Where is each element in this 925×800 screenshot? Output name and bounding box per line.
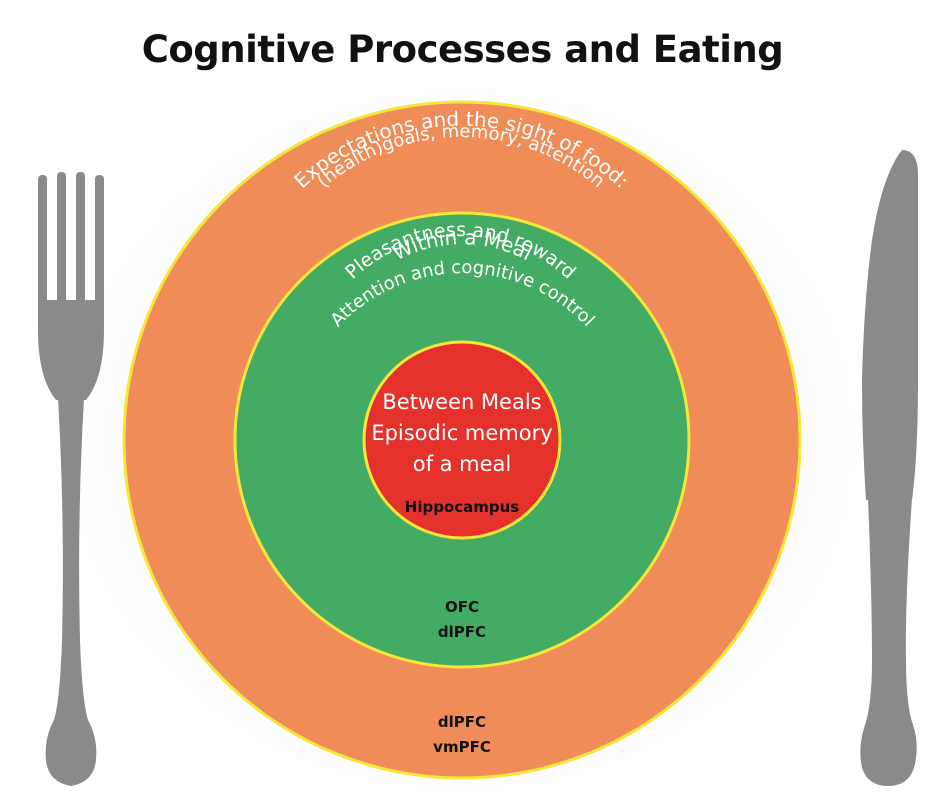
center-region-label: Hippocampus [405, 498, 520, 516]
outer-region-label: dlPFC [438, 713, 486, 731]
outer-region-label: vmPFC [433, 738, 491, 756]
middle-region-label: dlPFC [438, 623, 486, 641]
center-heading: Between Meals [382, 390, 541, 414]
center-line2: of a meal [413, 452, 512, 476]
center-line1: Episodic memory [371, 421, 552, 445]
center-circle [362, 340, 562, 540]
knife-icon [860, 150, 918, 786]
fork-icon [38, 172, 104, 786]
middle-region-label: OFC [445, 598, 479, 616]
page-title: Cognitive Processes and Eating [141, 28, 784, 71]
